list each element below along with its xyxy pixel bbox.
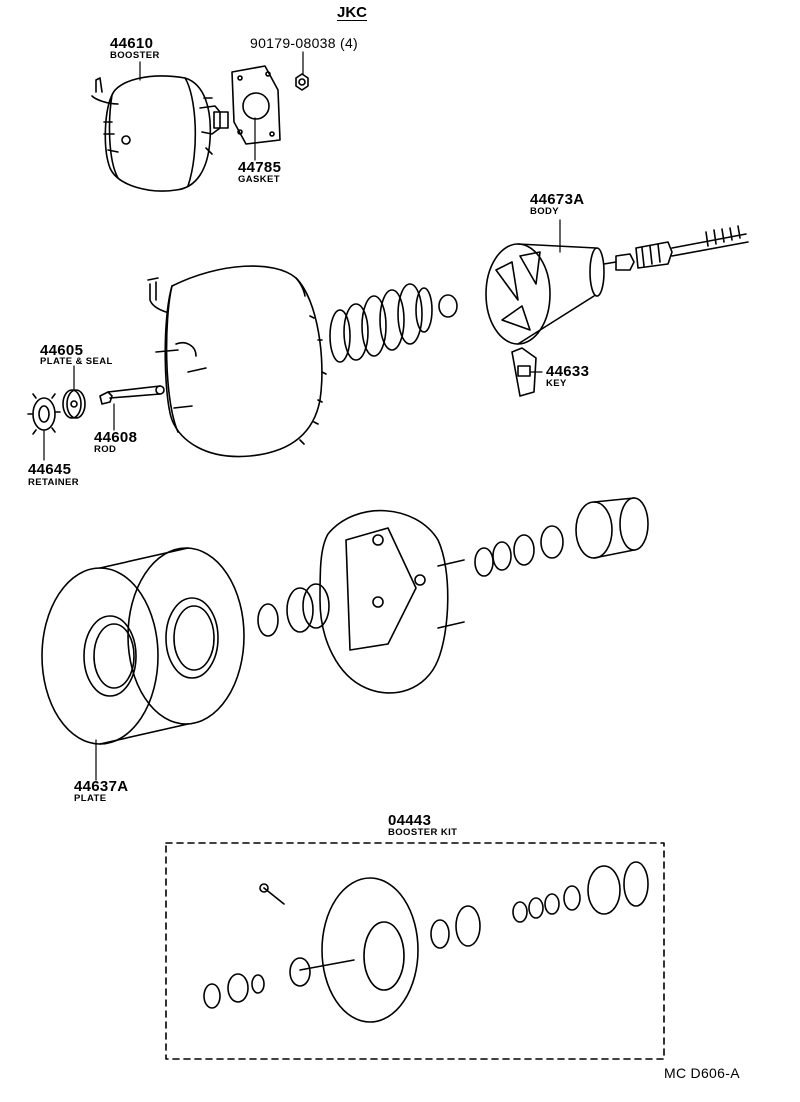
small-seal-drawing [257, 583, 330, 637]
plate-seal-drawing [62, 389, 86, 419]
booster-assembly-small [91, 75, 229, 192]
reaction-disc-drawing [438, 294, 458, 318]
front-shell-drawing [319, 509, 465, 694]
key-part-name: KEY [546, 378, 567, 389]
booster-part-number: 44610 [110, 35, 154, 52]
retainer-part-number: 44645 [28, 461, 72, 478]
booster-shell [107, 265, 327, 458]
nut-drawing [295, 73, 309, 91]
retainer-drawing [27, 393, 61, 435]
nut-part-number: 90179-08038 (4) [250, 35, 359, 51]
kit-part-name: BOOSTER KIT [388, 827, 458, 838]
rod-part-name: ROD [94, 444, 117, 455]
plate-part-number: 44637A [74, 778, 129, 795]
leader-lines [43, 51, 561, 781]
valve-parts-drawing [474, 497, 649, 577]
key-drawing [511, 347, 537, 397]
kit-part-number: 04443 [388, 812, 432, 829]
plate-seal-part-name: PLATE & SEAL [40, 356, 113, 367]
body-drawing [485, 225, 749, 345]
key-part-number: 44633 [546, 363, 590, 380]
spring-drawing [329, 283, 433, 363]
gasket-part-name: GASKET [238, 174, 280, 185]
model-code: JKC [337, 4, 368, 21]
plate-drawing [41, 547, 245, 745]
plate-part-name: PLATE [74, 793, 107, 804]
rod-drawing [99, 391, 113, 405]
retainer-part-name: RETAINER [28, 477, 80, 488]
body-part-name: BODY [530, 206, 560, 217]
plate-seal-part-number: 44605 [40, 342, 84, 359]
gasket-part-number: 44785 [238, 159, 282, 176]
booster-part-name: BOOSTER [110, 50, 160, 61]
body-part-number: 44673A [530, 191, 585, 208]
rod-part-number: 44608 [94, 429, 138, 446]
kit-box [165, 842, 665, 1060]
diagram-code: MC D606-A [664, 1065, 740, 1081]
gasket-drawing [231, 65, 281, 145]
